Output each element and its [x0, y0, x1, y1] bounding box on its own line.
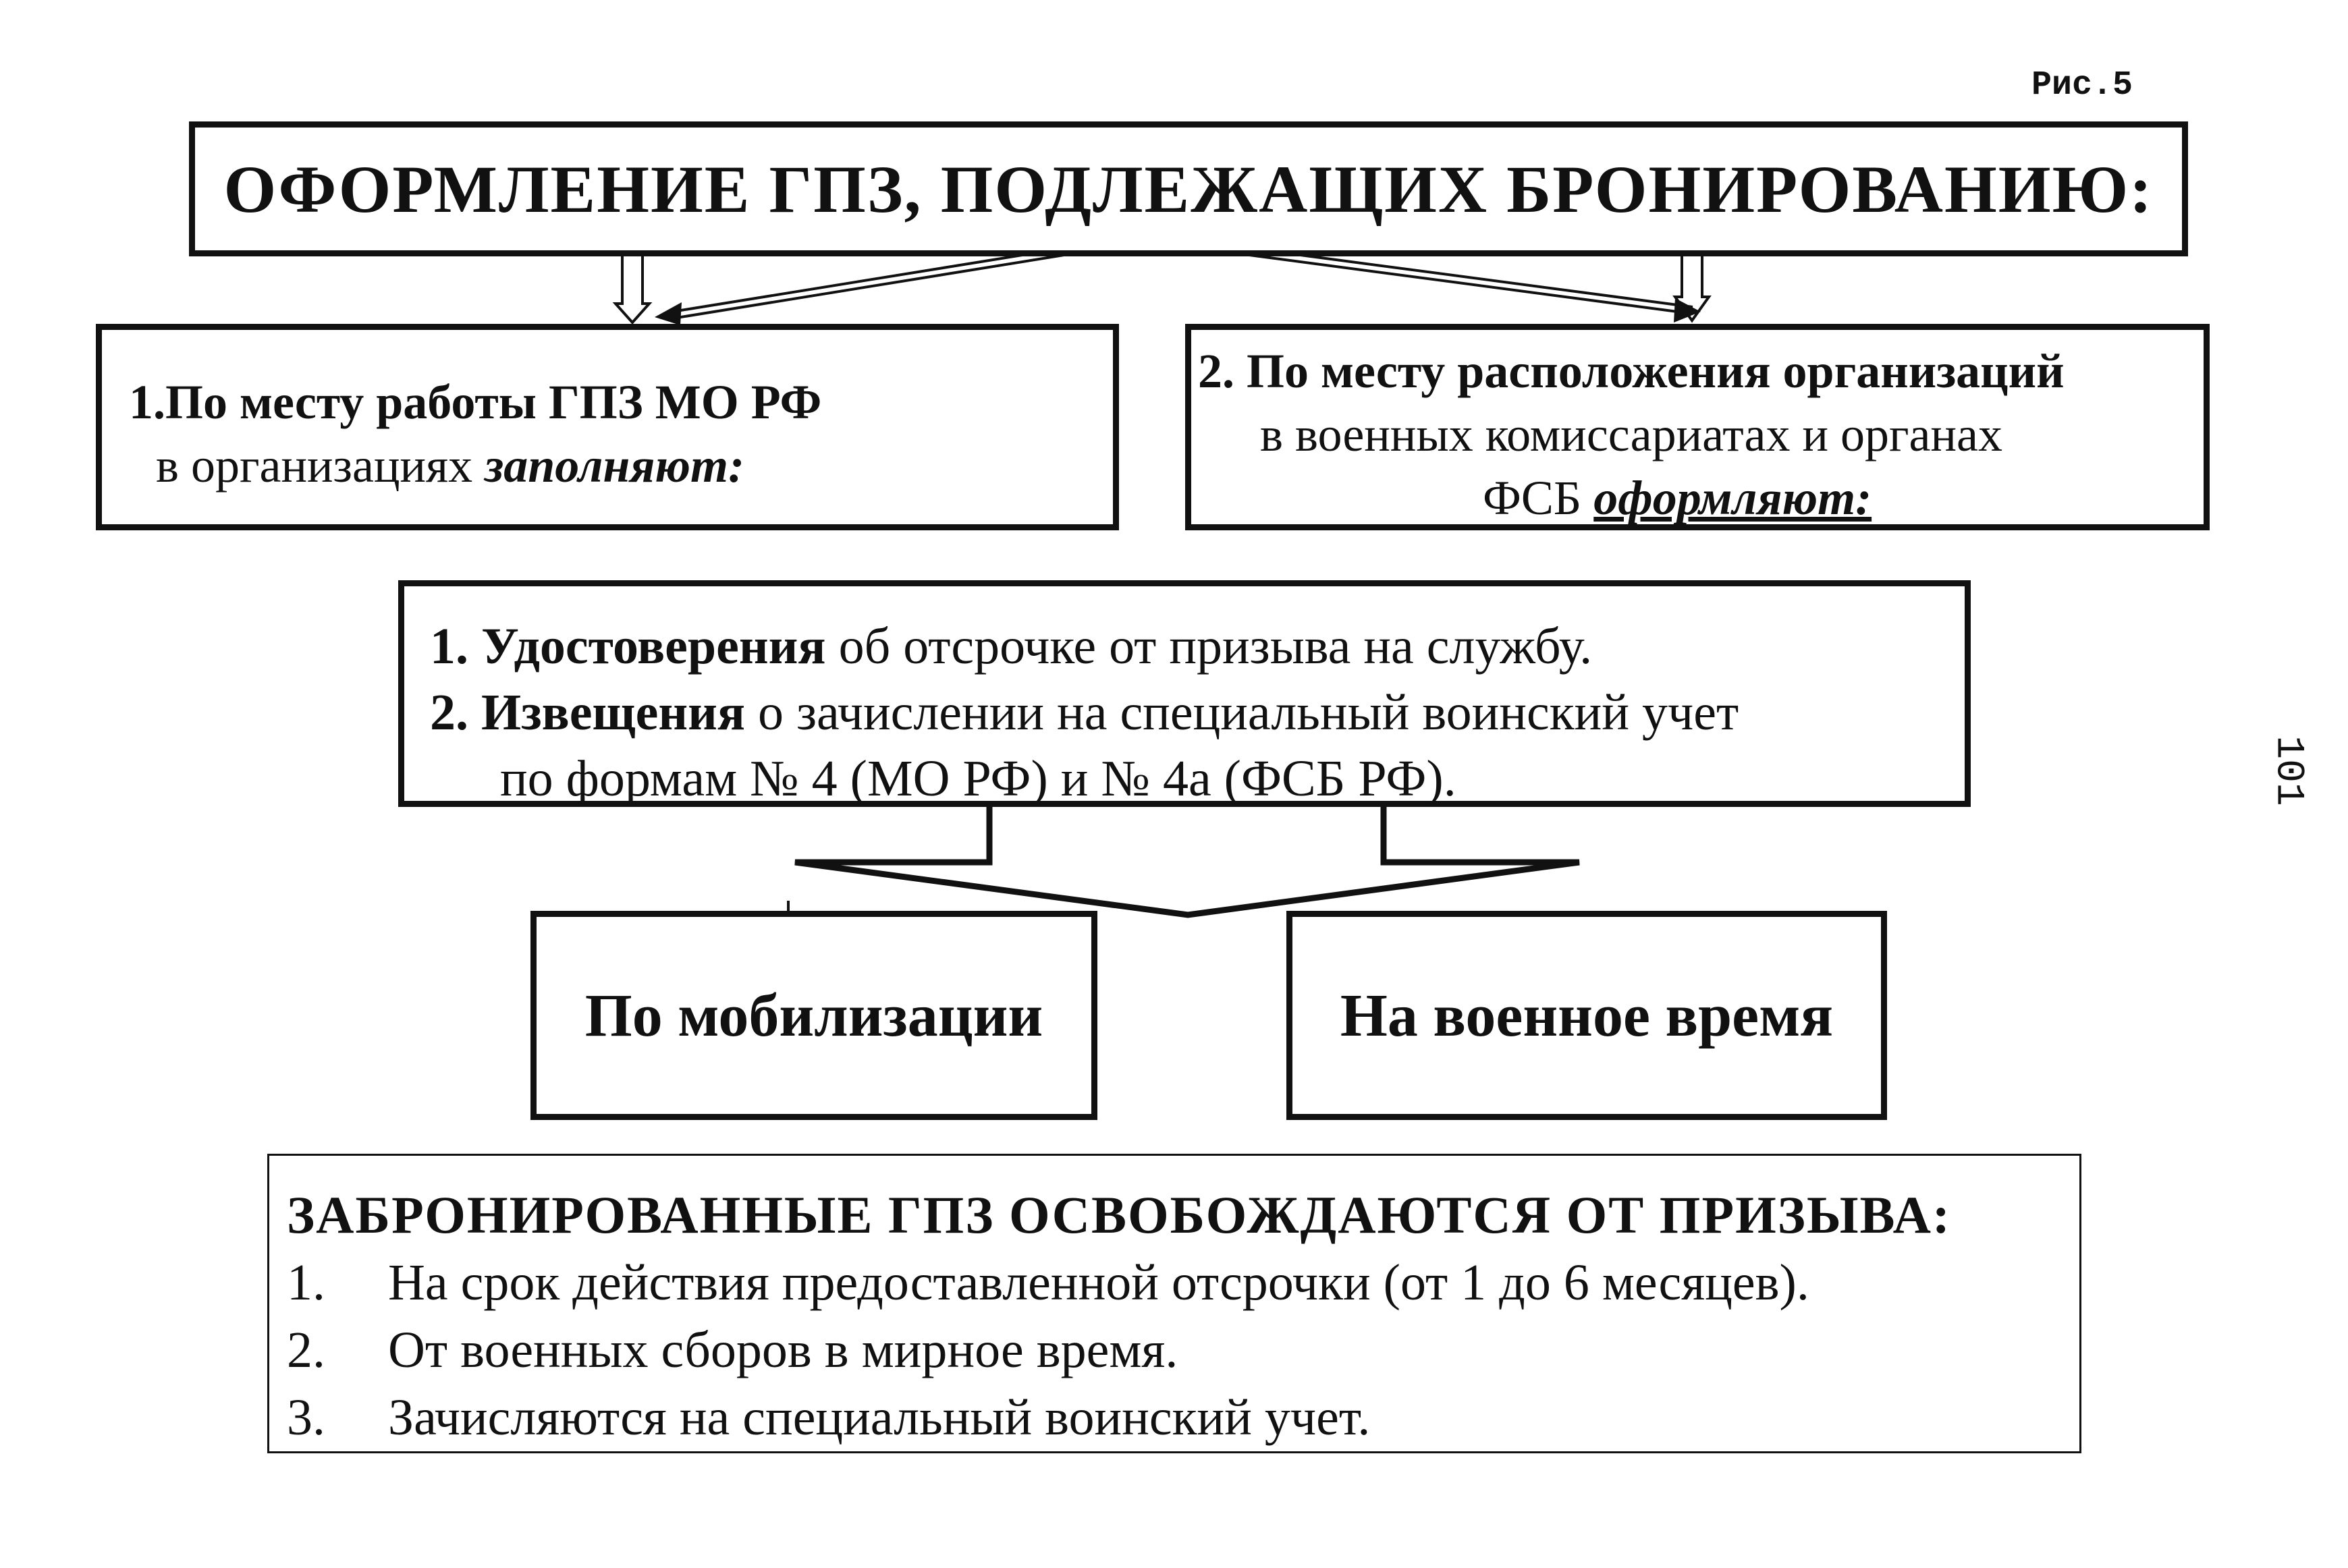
left-box-subline: в организациях заполняют:	[129, 434, 1113, 497]
title-box: ОФОРМЛЕНИЕ ГПЗ, ПОДЛЕЖАЩИХ БРОНИРОВАНИЮ:	[189, 121, 2188, 256]
result-item-1-text: На срок действия предоставленной отсрочк…	[388, 1254, 1809, 1311]
arrow-title-to-left	[612, 251, 653, 325]
diagonal-arrowhead-right	[1674, 298, 1701, 323]
left-box-heading: 1.По месту работы ГПЗ МО РФ	[129, 375, 822, 429]
right-box-line3-emph: оформляют:	[1593, 471, 1872, 525]
documents-item-2-rest: о зачислении на специальный воинский уче…	[745, 684, 1739, 741]
result-title: ЗАБРОНИРОВАННЫЕ ГПЗ ОСВОБОЖДАЮТСЯ ОТ ПРИ…	[287, 1185, 1951, 1244]
documents-item-1-bold: 1. Удостоверения	[430, 618, 826, 675]
diagonal-arrowhead-left	[655, 302, 682, 325]
documents-item-2-continuation: по формам № 4 (МО РФ) и № 4а (ФСБ РФ).	[500, 750, 1456, 807]
diagram-title: ОФОРМЛЕНИЕ ГПЗ, ПОДЛЕЖАЩИХ БРОНИРОВАНИЮ:	[223, 151, 2154, 227]
documents-item-1-rest: об отсрочке от призыва на службу.	[825, 618, 1593, 675]
result-item-2-num: 2.	[287, 1322, 325, 1378]
right-box-line3: ФСБ оформляют:	[1198, 466, 2204, 530]
figure-label: Рис.5	[2031, 66, 2133, 105]
docs-to-outcomes-connector	[794, 807, 1580, 918]
result-item-3: 3. Зачисляются на специальный воинский у…	[287, 1384, 2079, 1451]
result-item-3-text: Зачисляются на специальный воинский учет…	[388, 1389, 1371, 1446]
mobilization-box: По мобилизации	[530, 911, 1097, 1120]
left-box-workplace: 1.По месту работы ГПЗ МО РФ в организаци…	[96, 324, 1119, 530]
documents-item-1: 1. Удостоверения об отсрочке от призыва …	[430, 613, 1965, 679]
right-box-line3-plain: ФСБ	[1483, 471, 1594, 525]
right-box-line2: в военных комиссариатах и органах	[1260, 408, 2003, 461]
wartime-box: На военное время	[1286, 911, 1887, 1120]
documents-box: 1. Удостоверения об отсрочке от призыва …	[398, 580, 1971, 807]
right-box-heading: 2. По месту расположения организаций	[1198, 344, 2065, 398]
documents-item-2-bold: 2. Извещения	[430, 684, 746, 741]
result-box: ЗАБРОНИРОВАННЫЕ ГПЗ ОСВОБОЖДАЮТСЯ ОТ ПРИ…	[267, 1154, 2081, 1453]
result-item-2-text: От военных сборов в мирное время.	[388, 1322, 1178, 1378]
result-item-2: 2. От военных сборов в мирное время.	[287, 1316, 2079, 1384]
documents-item-2: 2. Извещения о зачислении на специальный…	[430, 679, 1965, 746]
result-item-1: 1. На срок действия предоставленной отср…	[287, 1249, 2079, 1316]
result-item-1-num: 1.	[287, 1254, 325, 1311]
left-box-subline-emph: заполняют:	[485, 439, 745, 493]
left-box-subline-plain: в организациях	[156, 439, 485, 493]
mobilization-label: По мобилизации	[584, 982, 1043, 1049]
result-item-3-num: 3.	[287, 1389, 325, 1446]
page-number: 101	[2266, 735, 2310, 806]
arrow-title-to-right	[1672, 229, 1712, 323]
wartime-label: На военное время	[1340, 982, 1834, 1049]
right-box-location: 2. По месту расположения организаций в в…	[1185, 324, 2210, 530]
